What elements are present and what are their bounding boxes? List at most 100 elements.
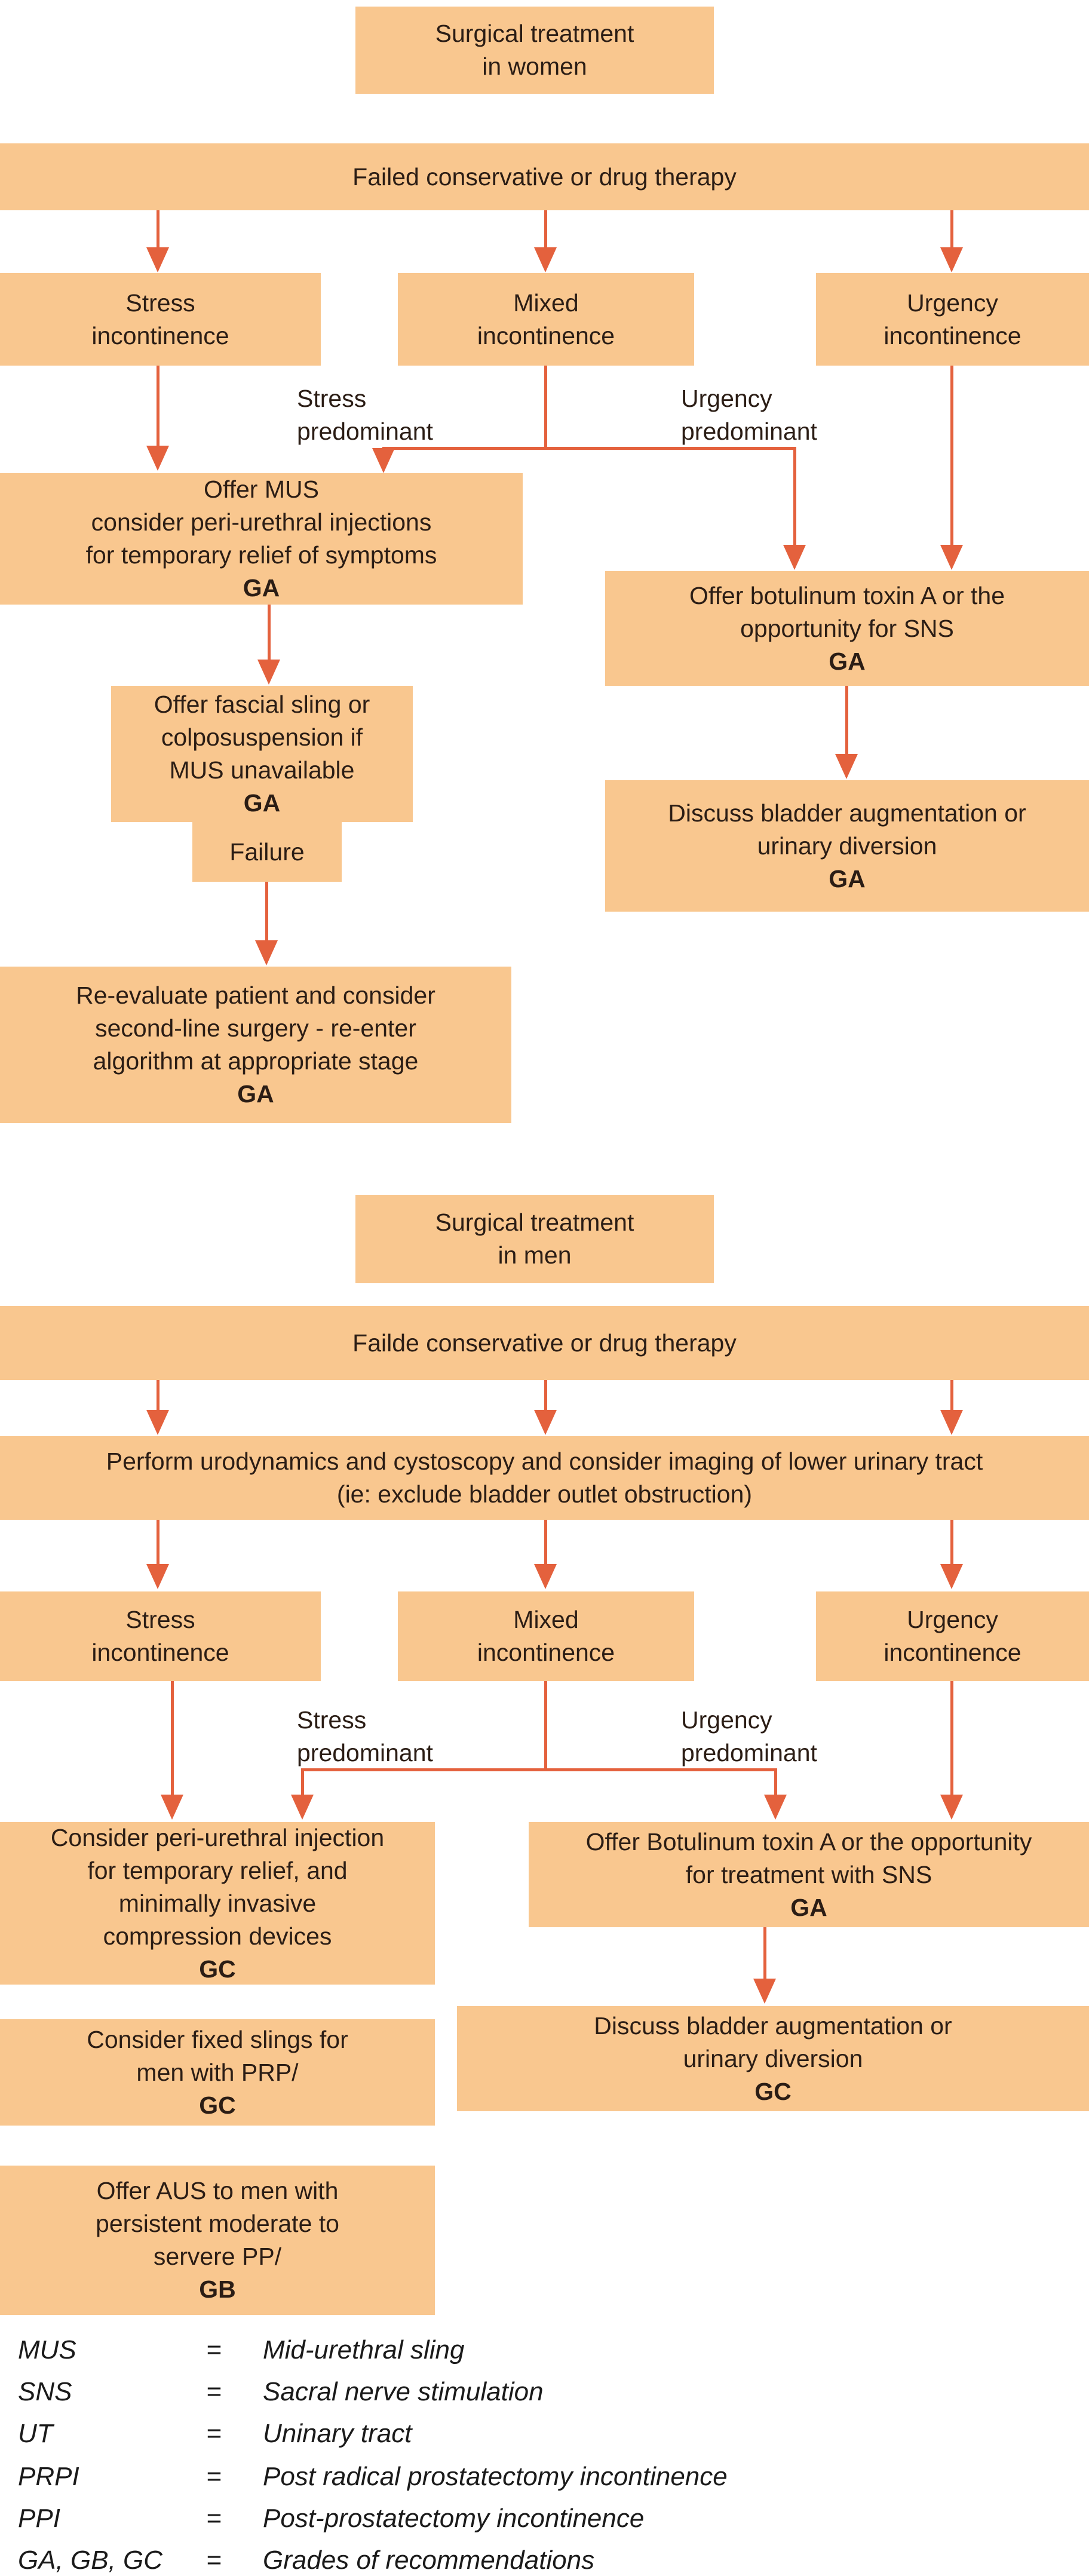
women-fascial-sling-text: Offer fascial sling or colposuspension i… bbox=[154, 691, 370, 784]
arrow-down-icon bbox=[146, 247, 169, 272]
arrow-down-icon bbox=[940, 545, 963, 570]
arrow-down-icon bbox=[783, 545, 806, 570]
connector-line bbox=[544, 1520, 547, 1565]
connector-line bbox=[382, 447, 796, 450]
men-fixed-slings-box: Consider fixed slings for men with PRP/ … bbox=[0, 2019, 435, 2126]
legend-definition: Post radical prostatectomy incontinence bbox=[263, 2462, 728, 2491]
connector-line bbox=[157, 1380, 159, 1411]
connector-line bbox=[950, 1520, 953, 1565]
legend-row: SNS = Sacral nerve stimulation bbox=[0, 2375, 1089, 2408]
men-offer-aus-text: Offer AUS to men with persistent moderat… bbox=[96, 2177, 339, 2270]
women-title-text: Surgical treatment in women bbox=[435, 20, 634, 80]
women-reevaluate-grade: GA bbox=[237, 1080, 274, 1108]
connector-line bbox=[950, 1380, 953, 1411]
legend-row: GA, GB, GC = Grades of recommendations bbox=[0, 2544, 1089, 2576]
legend-abbr: SNS bbox=[18, 2377, 72, 2406]
legend-equals: = bbox=[206, 2546, 222, 2575]
connector-line bbox=[950, 366, 953, 546]
arrow-down-icon bbox=[534, 1410, 557, 1435]
men-mixed-incontinence-box: Mixed incontinence bbox=[398, 1591, 694, 1681]
arrow-down-icon bbox=[534, 1564, 557, 1589]
men-failed-therapy-bar: Failde conservative or drug therapy bbox=[0, 1306, 1089, 1380]
arrow-down-icon bbox=[835, 754, 858, 779]
men-urodynamics-text: Perform urodynamics and cystoscopy and c… bbox=[106, 1448, 983, 1508]
women-fascial-sling-box: Offer fascial sling or colposuspension i… bbox=[111, 686, 413, 822]
legend-definition: Post-prostatectomy incontinence bbox=[263, 2504, 645, 2533]
women-failure-box: Failure bbox=[192, 822, 342, 882]
arrow-down-icon bbox=[940, 1564, 963, 1589]
men-urgency-incontinence-box: Urgency incontinence bbox=[816, 1591, 1089, 1681]
women-offer-mus-box: Offer MUS consider peri-urethral injecti… bbox=[0, 473, 523, 605]
arrow-down-icon bbox=[940, 1795, 963, 1820]
men-offer-aus-box: Offer AUS to men with persistent moderat… bbox=[0, 2166, 435, 2315]
legend-row: PRPI = Post radical prostatectomy incont… bbox=[0, 2460, 1089, 2493]
connector-line bbox=[950, 1681, 953, 1795]
men-failed-therapy-text: Failde conservative or drug therapy bbox=[352, 1329, 737, 1357]
women-reevaluate-box: Re-evaluate patient and consider second-… bbox=[0, 967, 511, 1123]
connector-line bbox=[265, 882, 268, 942]
men-urgency-predominant-label: Urgency predominant bbox=[681, 1706, 817, 1767]
legend-abbr: PRPI bbox=[18, 2462, 79, 2491]
arrow-down-icon bbox=[161, 1795, 183, 1820]
legend-row: MUS = Mid-urethral sling bbox=[0, 2333, 1089, 2366]
women-offer-botulinum-grade: GA bbox=[829, 647, 866, 675]
men-offer-botulinum-grade: GA bbox=[790, 1893, 827, 1921]
connector-line bbox=[544, 1681, 547, 1771]
connector-line bbox=[544, 210, 547, 249]
men-discuss-bladder-grade: GC bbox=[754, 2077, 792, 2105]
women-discuss-bladder-box: Discuss bladder augmentation or urinary … bbox=[605, 780, 1089, 912]
men-stress-incontinence-box: Stress incontinence bbox=[0, 1591, 321, 1681]
connector-line bbox=[157, 1520, 159, 1565]
women-urgency-incontinence-text: Urgency incontinence bbox=[884, 289, 1021, 349]
women-mixed-incontinence-text: Mixed incontinence bbox=[477, 289, 615, 349]
men-fixed-slings-grade: GC bbox=[199, 2091, 236, 2119]
arrow-down-icon bbox=[764, 1795, 787, 1820]
men-fixed-slings-text: Consider fixed slings for men with PRP/ bbox=[87, 2025, 348, 2086]
arrow-down-icon bbox=[291, 1795, 314, 1820]
women-stress-incontinence-text: Stress incontinence bbox=[91, 289, 229, 349]
women-offer-botulinum-text: Offer botulinum toxin A or the opportuni… bbox=[689, 581, 1005, 642]
connector-line bbox=[544, 1380, 547, 1411]
women-failed-therapy-text: Failed conservative or drug therapy bbox=[352, 162, 737, 191]
women-urgency-predominant-label: Urgency predominant bbox=[681, 385, 817, 445]
women-fascial-sling-grade: GA bbox=[243, 789, 281, 817]
women-title-box: Surgical treatment in women bbox=[355, 7, 714, 94]
arrow-down-icon bbox=[146, 1564, 169, 1589]
connector-line bbox=[763, 1927, 766, 1980]
arrow-down-icon bbox=[257, 660, 280, 685]
women-failed-therapy-bar: Failed conservative or drug therapy bbox=[0, 143, 1089, 210]
connector-line bbox=[157, 366, 159, 446]
connector-line bbox=[793, 447, 796, 546]
women-mixed-incontinence-box: Mixed incontinence bbox=[398, 273, 694, 366]
women-discuss-bladder-grade: GA bbox=[829, 864, 866, 893]
men-peri-urethral-box: Consider peri-urethral injection for tem… bbox=[0, 1822, 435, 1985]
legend-abbr: GA, GB, GC bbox=[18, 2546, 163, 2575]
legend-definition: Grades of recommendations bbox=[263, 2546, 595, 2575]
men-title-text: Surgical treatment in men bbox=[435, 1209, 634, 1269]
connector-line bbox=[544, 366, 547, 450]
connector-line bbox=[171, 1681, 174, 1795]
arrow-down-icon bbox=[753, 1979, 776, 2004]
legend-abbr: MUS bbox=[18, 2335, 76, 2365]
legend-definition: Sacral nerve stimulation bbox=[263, 2377, 544, 2406]
men-discuss-bladder-text: Discuss bladder augmentation or urinary … bbox=[594, 2011, 952, 2072]
arrow-down-icon bbox=[372, 448, 395, 473]
men-offer-botulinum-box: Offer Botulinum toxin A or the opportuni… bbox=[529, 1822, 1089, 1927]
women-stress-incontinence-box: Stress incontinence bbox=[0, 273, 321, 366]
legend-equals: = bbox=[206, 2504, 222, 2533]
legend-definition: Mid-urethral sling bbox=[263, 2335, 465, 2365]
legend-equals: = bbox=[206, 2377, 222, 2406]
men-title-box: Surgical treatment in men bbox=[355, 1195, 714, 1283]
men-stress-incontinence-text: Stress incontinence bbox=[91, 1606, 229, 1666]
arrow-down-icon bbox=[940, 247, 963, 272]
legend-row: PPI = Post-prostatectomy incontinence bbox=[0, 2502, 1089, 2535]
connector-line bbox=[301, 1768, 777, 1771]
connector-line bbox=[268, 605, 271, 661]
legend-definition: Uninary tract bbox=[263, 2419, 412, 2448]
women-discuss-bladder-text: Discuss bladder augmentation or urinary … bbox=[668, 799, 1026, 860]
connector-line bbox=[301, 1768, 304, 1796]
men-peri-urethral-text: Consider peri-urethral injection for tem… bbox=[50, 1823, 385, 1950]
men-stress-predominant-label: Stress predominant bbox=[297, 1706, 433, 1767]
men-peri-urethral-grade: GC bbox=[199, 1955, 236, 1983]
